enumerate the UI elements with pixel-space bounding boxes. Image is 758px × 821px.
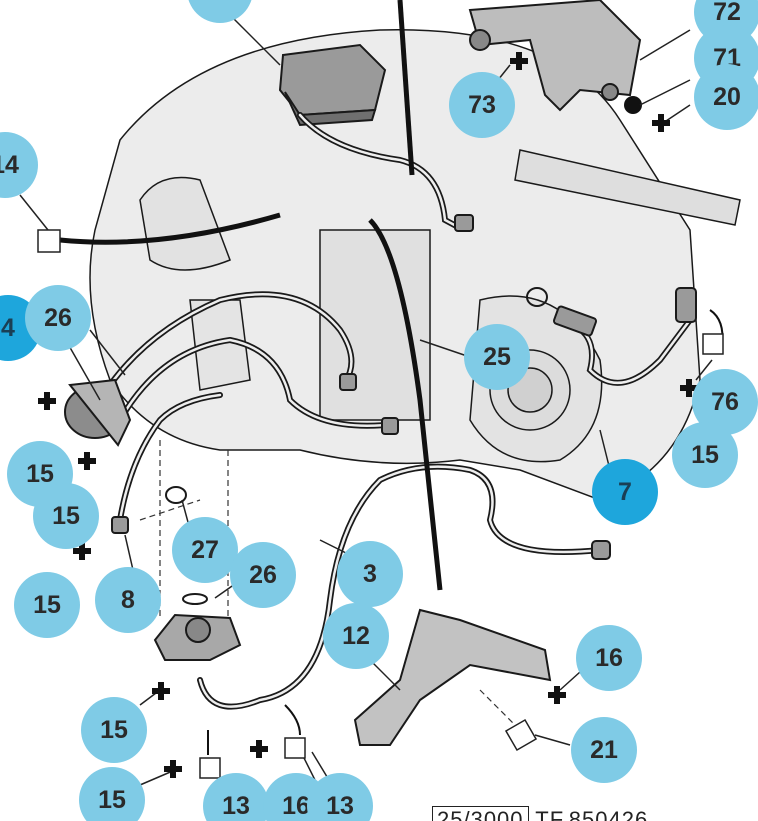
callout-7[interactable]: 7 [592, 459, 658, 525]
callout-13-right[interactable]: 13 [307, 773, 373, 821]
callout-8[interactable]: 8 [95, 567, 161, 633]
callout-top-left[interactable] [187, 0, 253, 23]
callout-73[interactable]: 73 [449, 72, 515, 138]
callout-16-right[interactable]: 16 [576, 625, 642, 691]
seals [165, 287, 548, 605]
callout-15-bottom-a[interactable]: 15 [81, 697, 147, 763]
callout-26-upper[interactable]: 26 [25, 285, 91, 351]
mounting-bracket [468, 0, 642, 112]
figure-reference: 25/3000 TF.850426 [432, 806, 649, 821]
callout-15-left-c[interactable]: 15 [14, 572, 80, 638]
callout-12[interactable]: 12 [323, 603, 389, 669]
figure-reference-code: TF.850426 [535, 807, 649, 821]
reference-boxes [37, 229, 724, 779]
bolt-markers [38, 52, 698, 778]
lower-bracket [353, 608, 552, 746]
callout-20[interactable]: 20 [694, 64, 758, 130]
callout-25[interactable]: 25 [464, 324, 530, 390]
callout-15-bottom-b[interactable]: 15 [79, 767, 145, 821]
nut [624, 96, 642, 114]
pressure-sensor-bottom [153, 613, 242, 661]
callout-27[interactable]: 27 [172, 517, 238, 583]
callout-15-right[interactable]: 15 [672, 422, 738, 488]
callout-13-left[interactable]: 13 [203, 773, 269, 821]
callout-3[interactable]: 3 [337, 541, 403, 607]
figure-reference-boxed: 25/3000 [432, 806, 529, 821]
speed-sensor-left [64, 378, 132, 447]
gearbox-body [89, 29, 741, 501]
connectors [111, 214, 697, 560]
callout-26-lower[interactable]: 26 [230, 542, 296, 608]
callout-21[interactable]: 21 [571, 717, 637, 783]
callout-15-left-b[interactable]: 15 [33, 483, 99, 549]
leader-lines-thick [59, 0, 443, 591]
control-module [278, 43, 387, 127]
